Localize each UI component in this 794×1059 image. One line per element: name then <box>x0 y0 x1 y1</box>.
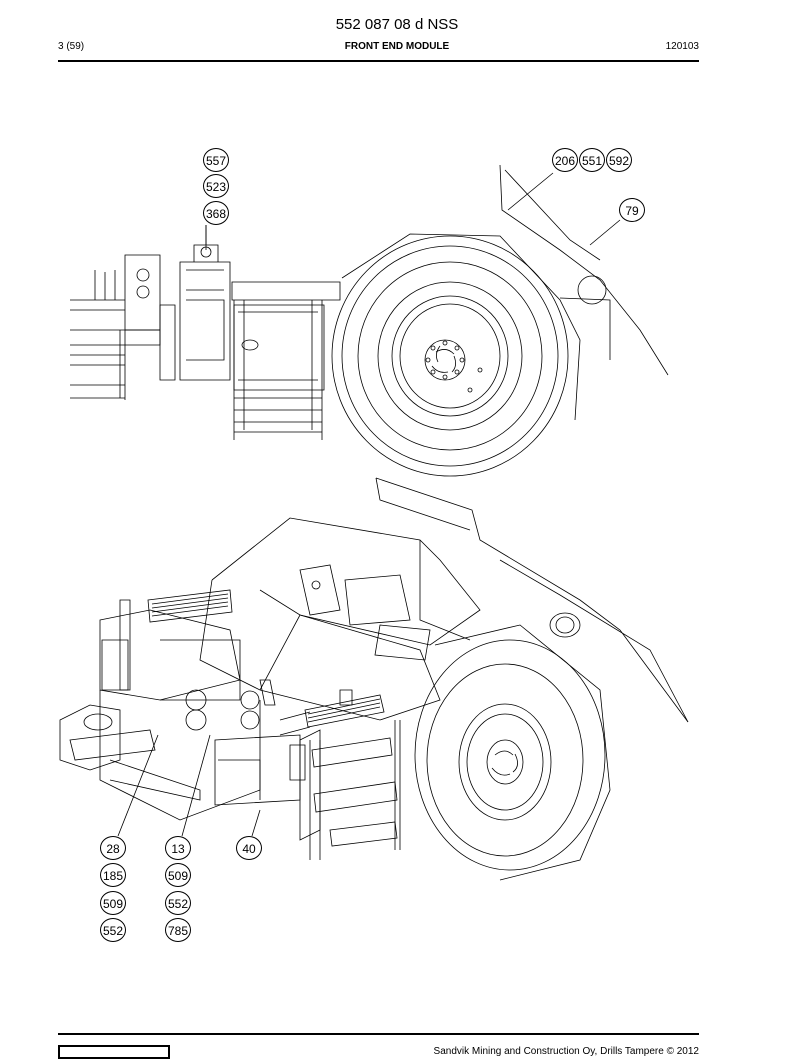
section-title: FRONT END MODULE <box>344 41 450 52</box>
callout-509-b: 509 <box>165 863 191 887</box>
callout-40: 40 <box>236 836 262 860</box>
callout-592: 592 <box>606 148 632 172</box>
callout-28: 28 <box>100 836 126 860</box>
callout-785: 785 <box>165 918 191 942</box>
callout-551: 551 <box>579 148 605 172</box>
page-number: 3 (59) <box>58 41 85 52</box>
document-code: 120103 <box>665 41 699 52</box>
document-title: 552 087 08 d NSS <box>335 16 459 33</box>
footer-copyright: Sandvik Mining and Construction Oy, Dril… <box>433 1046 699 1057</box>
callout-79: 79 <box>619 198 645 222</box>
callout-13: 13 <box>165 836 191 860</box>
callout-185: 185 <box>100 863 126 887</box>
callout-368: 368 <box>203 201 229 225</box>
bottom-leaders <box>117 734 261 837</box>
callout-523: 523 <box>203 174 229 198</box>
footer-rule <box>58 1033 699 1035</box>
callout-206: 206 <box>552 148 578 172</box>
callout-552-b: 552 <box>165 891 191 915</box>
header-rule <box>58 60 699 62</box>
bottom-iso-view <box>59 477 689 881</box>
top-leaders <box>205 172 621 250</box>
callout-552: 552 <box>100 918 126 942</box>
top-side-view <box>70 164 669 477</box>
sandvik-logo <box>58 1045 170 1059</box>
callout-509: 509 <box>100 891 126 915</box>
callout-557: 557 <box>203 148 229 172</box>
